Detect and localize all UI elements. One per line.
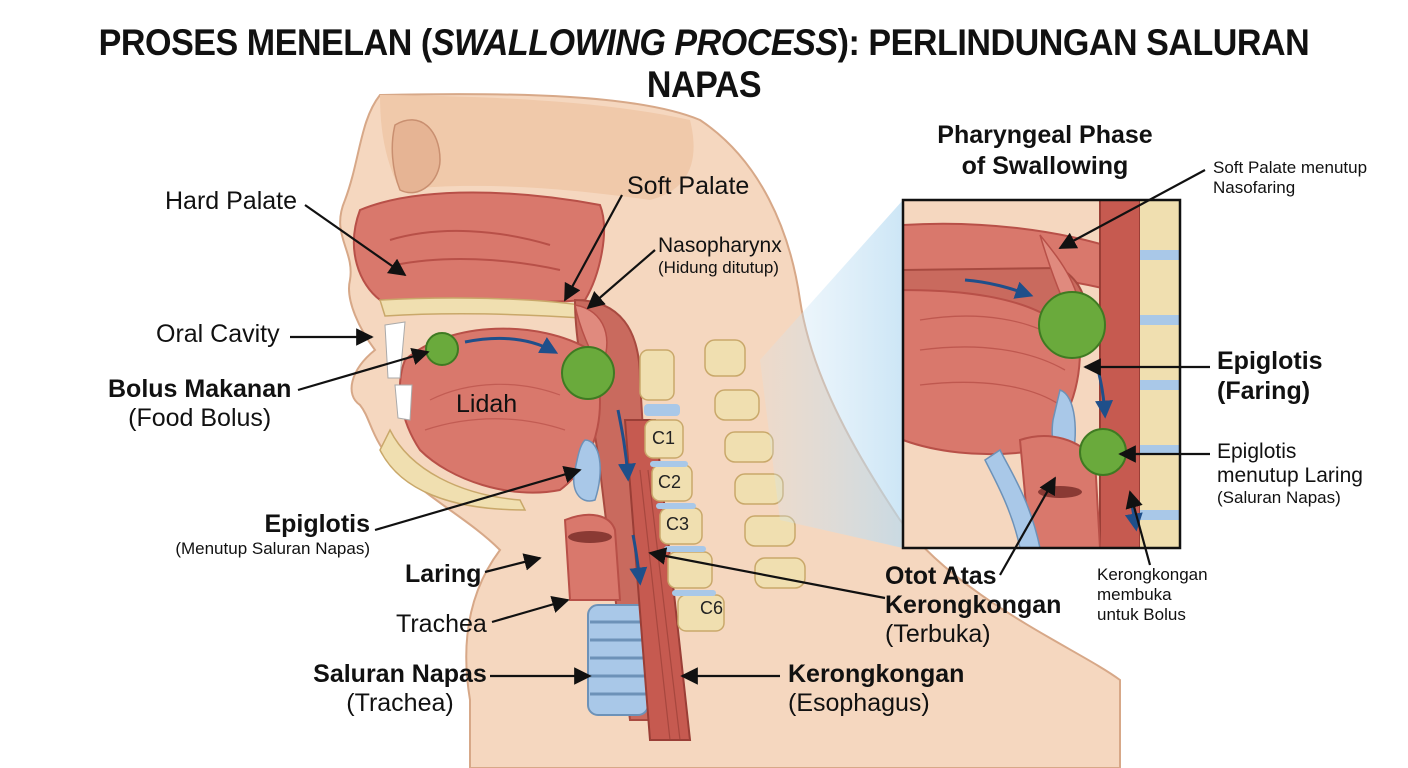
zoom-cone — [760, 200, 903, 548]
trachea-rings — [587, 604, 649, 716]
nasal-bone — [391, 119, 441, 194]
bolus-pharynx — [561, 346, 615, 400]
lower-teeth — [394, 384, 413, 421]
label-saluran-napas: Saluran Napas (Trachea) — [313, 660, 487, 717]
leader-lines — [290, 169, 1210, 685]
label-lidah: Lidah — [456, 390, 518, 418]
nasal-cavity — [352, 191, 606, 304]
vertebra-c1: C1 — [652, 428, 676, 448]
label-laring: Laring — [405, 560, 482, 588]
inset-drawing — [903, 200, 1180, 548]
bolus-flow-arrow-1 — [464, 336, 559, 354]
epiglottis — [573, 439, 601, 502]
bolus-mouth — [425, 332, 459, 366]
cervical-spine — [639, 339, 806, 632]
diagram-title: PROSES MENELAN (SWALLOWING PROCESS): PER… — [98, 22, 1310, 105]
bolus-flow-arrow-3 — [629, 534, 648, 586]
label-kerongkongan: Kerongkongan (Esophagus) — [788, 660, 965, 717]
inset-label-kerongkongan: Kerongkongan membuka untuk Bolus — [1097, 565, 1208, 624]
bolus-flow-arrow-2 — [616, 409, 636, 482]
label-hard-palate: Hard Palate — [165, 187, 298, 215]
larynx-opening — [568, 531, 612, 543]
label-oral-cavity: Oral Cavity — [156, 320, 280, 348]
inset-frame — [901, 198, 1182, 550]
spinal-discs — [644, 404, 716, 596]
inset-label-epiglotis-faring: Epiglotis (Faring) — [1217, 347, 1323, 405]
vertebra-c2: C2 — [658, 472, 682, 492]
vertebra-c6: C6 — [700, 598, 724, 618]
label-soft-palate: Soft Palate — [627, 172, 750, 200]
label-otot-atas: Otot Atas Kerongkongan (Terbuka) — [885, 562, 1062, 648]
label-bolus: Bolus Makanan (Food Bolus) — [108, 375, 292, 432]
label-trachea: Trachea — [396, 610, 487, 638]
nasal-turbinate — [389, 229, 561, 271]
larynx — [563, 513, 622, 601]
label-epiglotis: Epiglotis (Menutup Saluran Napas) — [175, 510, 370, 558]
vertebra-c3: C3 — [666, 514, 690, 534]
inset-title: Pharyngeal Phase of Swallowing — [937, 121, 1153, 180]
label-nasopharynx: Nasopharynx (Hidung ditutup) — [658, 234, 782, 277]
tongue-texture — [424, 383, 566, 431]
inset-label-epiglotis-laring: Epiglotis menutup Laring (Saluran Napas) — [1217, 440, 1363, 507]
esophagus — [623, 419, 692, 741]
skull-shading — [380, 95, 694, 200]
inset-label-soft-palate: Soft Palate menutup Nasofaring — [1213, 158, 1368, 197]
mandible — [379, 428, 527, 511]
esophagus-fibers — [639, 469, 681, 741]
